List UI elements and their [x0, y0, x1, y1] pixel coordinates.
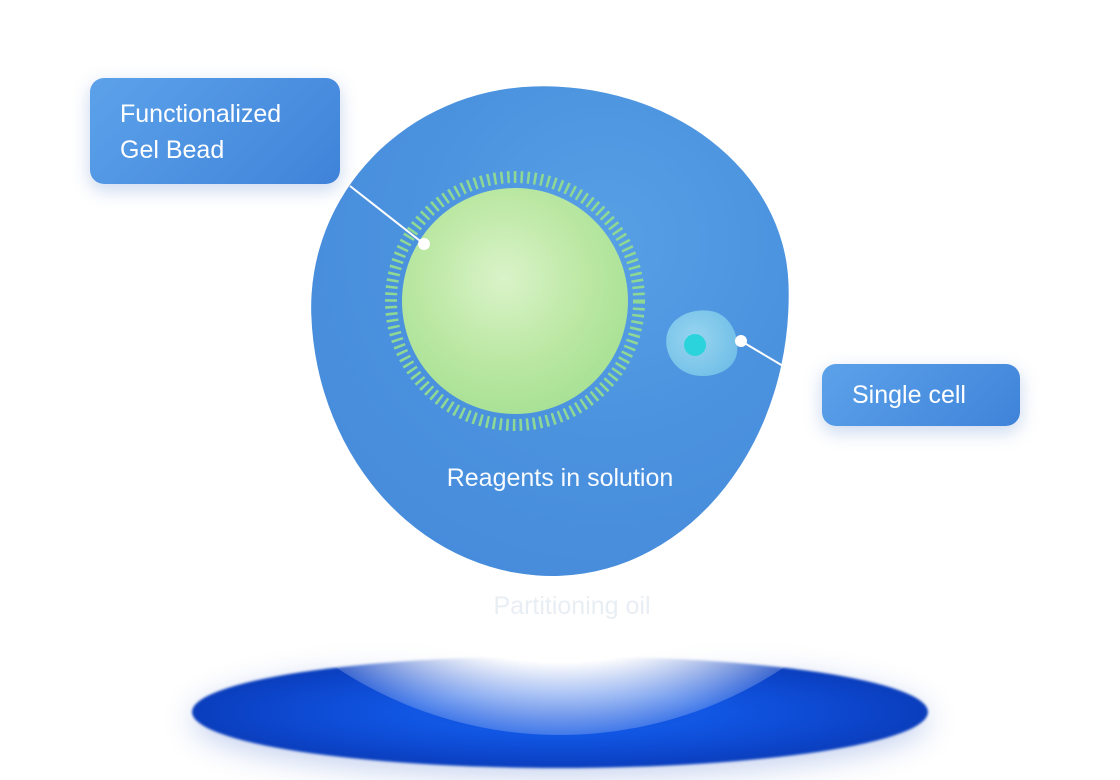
single-cell-callout-label: Single cell — [852, 380, 966, 409]
gel-bead-callout-label: Functionalized Gel Bead — [120, 100, 282, 165]
gel-bead-body — [402, 188, 628, 414]
single-cell-nucleus — [684, 334, 706, 356]
reagents-annotation: Reagents in solution — [446, 464, 674, 492]
gel-bead-fringe — [385, 171, 645, 431]
partitioning-oil-annotation: Partitioning oil — [493, 592, 651, 620]
gel-bead-callout: Functionalized Gel Bead — [90, 78, 340, 184]
gel-bead — [385, 171, 645, 431]
single-cell-callout: Single cell — [822, 364, 1020, 426]
